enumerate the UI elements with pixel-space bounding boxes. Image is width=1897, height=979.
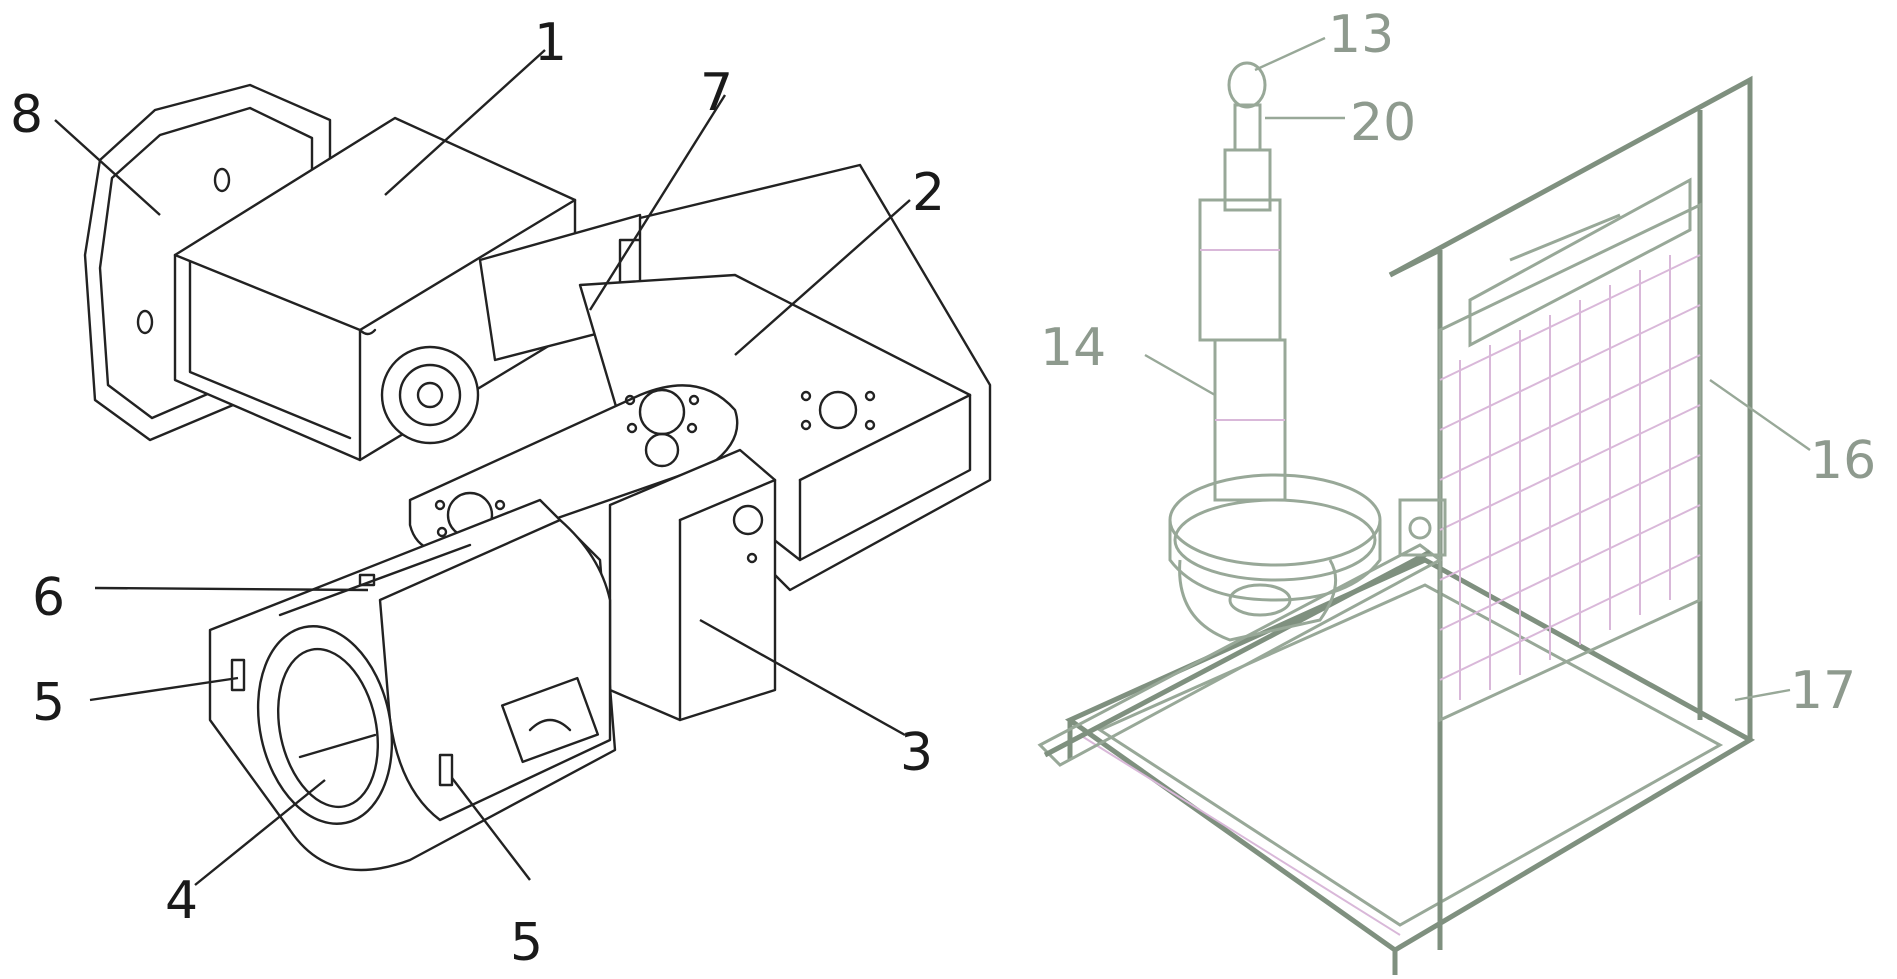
label-5-left: 5 xyxy=(32,673,65,733)
label-1: 1 xyxy=(534,13,567,73)
label-5-right: 5 xyxy=(510,913,543,973)
rack-frame xyxy=(1388,75,1753,950)
label-8: 8 xyxy=(10,85,43,145)
label-4: 4 xyxy=(165,871,198,931)
label-2: 2 xyxy=(912,163,945,223)
gripper-body xyxy=(208,498,617,872)
rack-mesh xyxy=(1439,254,1701,700)
left-figure: 1 2 3 4 5 5 6 7 8 xyxy=(10,13,992,973)
label-6: 6 xyxy=(32,568,65,628)
linear-rail xyxy=(1037,498,1447,767)
robot-arm xyxy=(1168,61,1382,642)
label-20: 20 xyxy=(1350,93,1416,153)
right-figure: 13 20 14 16 17 xyxy=(1037,5,1876,975)
label-13: 13 xyxy=(1328,5,1394,65)
label-17: 17 xyxy=(1790,661,1856,721)
base-frame xyxy=(1064,557,1756,975)
label-16: 16 xyxy=(1810,431,1876,491)
label-14: 14 xyxy=(1040,318,1106,378)
leader-lines xyxy=(54,49,911,886)
label-7: 7 xyxy=(700,63,733,123)
label-3: 3 xyxy=(900,723,933,783)
right-leader-lines xyxy=(1144,36,1811,702)
